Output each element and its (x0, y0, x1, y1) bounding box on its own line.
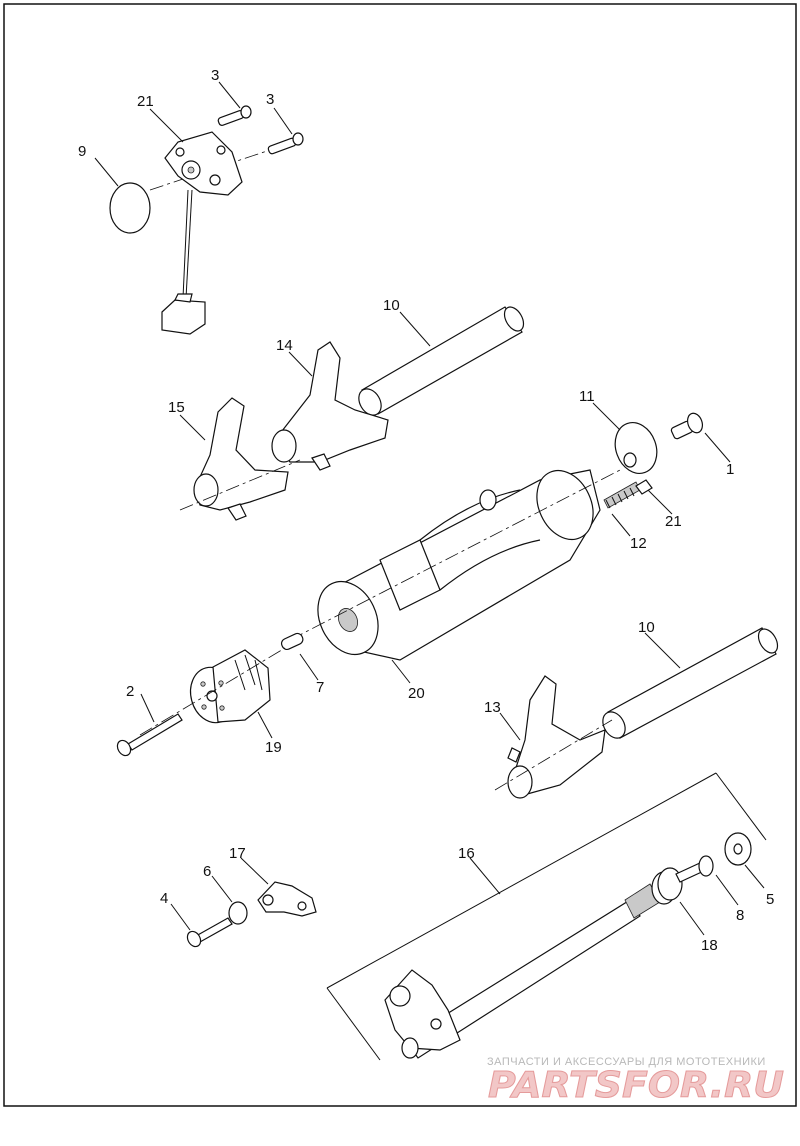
shift-drum-20 (317, 469, 601, 661)
watermark: ЗАПЧАСТИ И АКСЕССУАРЫ ДЛЯ МОТОТЕХНИКИ PA… (487, 1056, 785, 1107)
screw-1 (670, 412, 704, 440)
callout-11: 11 (579, 388, 595, 405)
leader-lines (94, 81, 765, 936)
shift-fork-shaft-upper-10 (358, 306, 525, 416)
callout-5: 5 (766, 891, 774, 908)
callout-9: 9 (78, 143, 86, 160)
callout-7: 7 (316, 679, 324, 696)
bolt-2 (116, 713, 183, 757)
shift-lever-17 (257, 881, 317, 917)
callout-14: 14 (276, 337, 293, 354)
shift-drum-sensor-group (109, 105, 304, 335)
washer-6 (228, 901, 248, 925)
callout-8: 8 (736, 907, 744, 924)
detent-plate-11 (614, 422, 658, 474)
callout-3-right: 3 (266, 91, 274, 108)
detent-roller-21 (635, 479, 653, 495)
pin-7 (280, 632, 304, 651)
callout-15: 15 (168, 399, 185, 416)
spring-12 (603, 481, 641, 509)
callout-19: 19 (265, 739, 282, 756)
callout-6: 6 (203, 863, 211, 880)
shift-fork-shaft-lower-10 (602, 627, 779, 739)
callout-12: 12 (630, 535, 647, 552)
callout-labels: 9 21 3 3 10 14 15 11 1 21 12 20 7 2 19 1… (78, 67, 774, 954)
callout-21-right: 21 (665, 513, 682, 530)
shift-shaft-assembly-16 (326, 772, 767, 1061)
drum-gear-19 (189, 649, 271, 724)
callout-10-lower: 10 (638, 619, 655, 636)
bolt-3a (217, 105, 252, 126)
shift-fork-15 (193, 397, 289, 521)
callout-1: 1 (726, 461, 734, 478)
callout-17: 17 (229, 845, 246, 862)
o-ring-9 (109, 182, 151, 234)
sensor-connector (161, 299, 206, 335)
screw-4 (186, 917, 233, 948)
sensor-housing-21 (164, 131, 243, 196)
callout-10-upper: 10 (383, 297, 400, 314)
washer-5 (724, 832, 752, 866)
return-spring-18 (651, 861, 707, 905)
diagram-frame (3, 3, 797, 1107)
shift-fork-13 (507, 675, 606, 799)
callout-2: 2 (126, 683, 134, 700)
watermark-tagline: ЗАПЧАСТИ И АКСЕССУАРЫ ДЛЯ МОТОТЕХНИКИ (487, 1056, 766, 1068)
callout-16: 16 (458, 845, 475, 862)
callout-21-top: 21 (137, 93, 154, 110)
callout-18: 18 (701, 937, 718, 954)
bolt-3b (267, 132, 304, 155)
callout-13: 13 (484, 699, 501, 716)
callout-3-left: 3 (211, 67, 219, 84)
callout-4: 4 (160, 890, 168, 907)
shift-fork-14 (271, 341, 389, 471)
retaining-ring-8 (698, 855, 714, 877)
watermark-logo: PARTSFOR.RU (488, 1065, 784, 1106)
callout-20: 20 (408, 685, 425, 702)
